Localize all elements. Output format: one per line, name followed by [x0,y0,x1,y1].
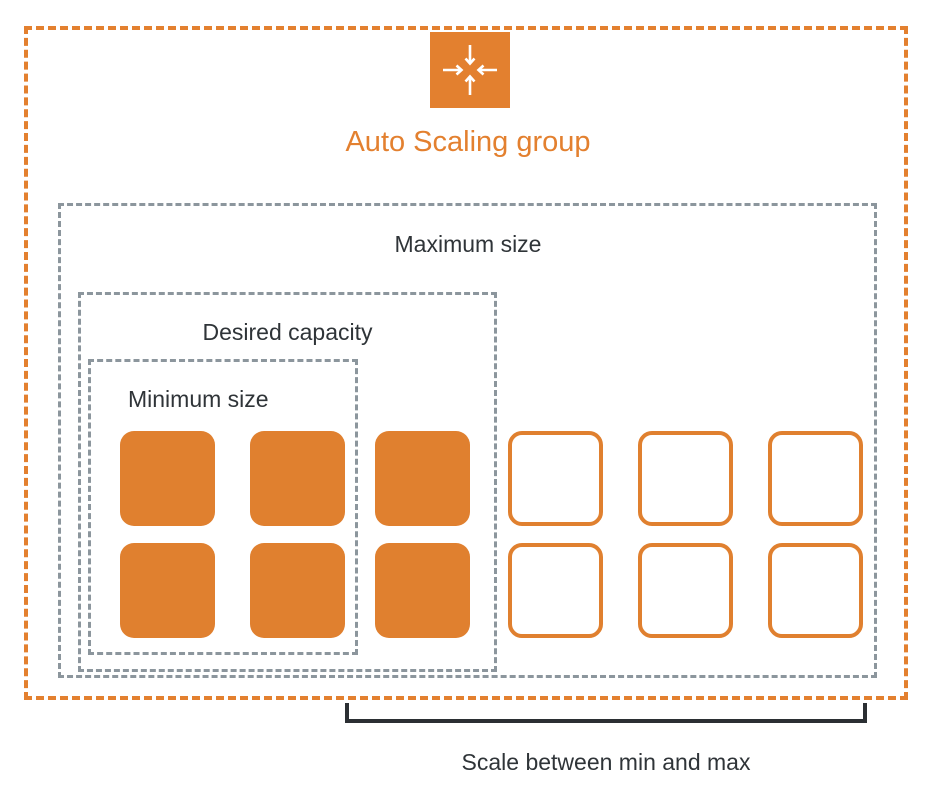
instance-running [375,543,470,638]
instance-running [375,431,470,526]
instance-potential [638,431,733,526]
maximum-size-box [58,203,877,678]
instance-running [250,543,345,638]
maximum-size-label: Maximum size [394,231,542,257]
instance-running [250,431,345,526]
instance-potential [768,431,863,526]
auto-scaling-group-icon [430,32,510,108]
instance-potential [508,543,603,638]
scale-range-bracket [345,703,867,723]
desired-capacity-label: Desired capacity [202,319,373,345]
instance-potential [638,543,733,638]
instance-potential [768,543,863,638]
auto-scaling-group-title: Auto Scaling group [345,126,591,158]
minimum-size-label: Minimum size [128,386,269,412]
instance-running [120,543,215,638]
auto-scaling-group-boundary [24,26,908,700]
scale-range-caption: Scale between min and max [461,749,751,775]
instance-running [120,431,215,526]
instance-potential [508,431,603,526]
minimum-size-box [88,359,358,655]
desired-capacity-box [78,292,497,672]
